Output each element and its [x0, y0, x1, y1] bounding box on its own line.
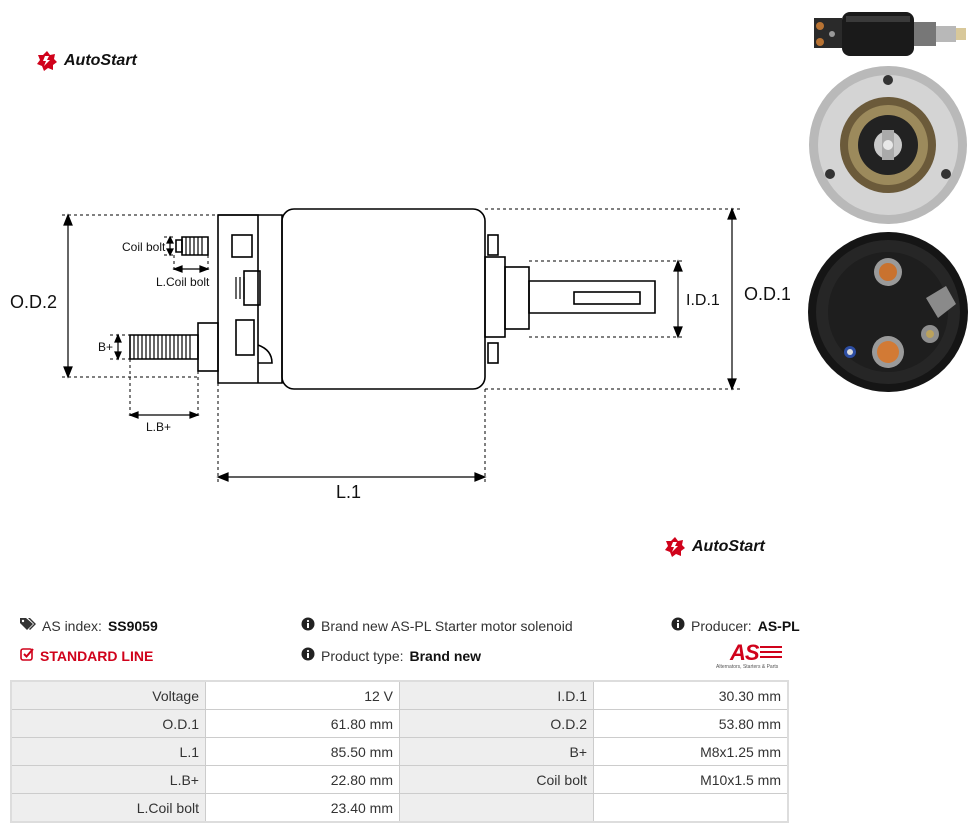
l-coil-bolt-label: L.Coil bolt [156, 275, 210, 289]
solenoid-dimension-diagram: Coil bolt L.Coil bolt B+ L.B+ O.D.2 O.D.… [10, 207, 790, 502]
id1-label: I.D.1 [686, 292, 720, 309]
spec-value: 30.30 mm [593, 680, 789, 710]
as-pl-logo[interactable]: AS Alternators, Starters & Parts [716, 640, 792, 672]
od1-label: O.D.1 [744, 284, 790, 304]
as-pl-logo-tagline: Alternators, Starters & Parts [716, 664, 779, 670]
spec-key: Voltage [10, 680, 206, 710]
photo-side-view[interactable] [806, 6, 970, 62]
photo-rear-view[interactable] [806, 230, 970, 394]
spec-key: B+ [399, 737, 594, 766]
product-type: Product type: Brand new [301, 647, 481, 664]
tags-icon [20, 617, 36, 634]
autostart-logo[interactable]: AutoStart [36, 50, 137, 72]
spec-key: L.1 [10, 737, 206, 766]
spec-key [399, 793, 594, 823]
standard-line-badge: STANDARD LINE [20, 647, 153, 664]
spec-value [593, 793, 789, 823]
spec-value: 22.80 mm [205, 765, 400, 794]
info-circle-icon [671, 617, 685, 634]
b-plus-label: B+ [98, 340, 113, 354]
info-circle-icon [301, 617, 315, 634]
as-pl-logo-text: AS [730, 640, 760, 665]
autostart-logo-text: AutoStart [64, 52, 137, 69]
autostart-logo-icon [665, 537, 685, 557]
spec-key: O.D.2 [399, 709, 594, 738]
spec-key: L.B+ [10, 765, 206, 794]
coil-bolt-label: Coil bolt [122, 240, 166, 254]
spec-value: M8x1.25 mm [593, 737, 789, 766]
spec-key: L.Coil bolt [10, 793, 206, 823]
standard-line-text: STANDARD LINE [40, 647, 154, 664]
spec-value: 85.50 mm [205, 737, 400, 766]
autostart-logo-text: AutoStart [692, 538, 765, 555]
product-type-label: Product type: [321, 647, 404, 664]
solenoid-side-photo [814, 12, 966, 56]
info-circle-icon [301, 647, 315, 664]
description-text: Brand new AS-PL Starter motor solenoid [321, 617, 573, 634]
producer-value: AS-PL [757, 617, 800, 634]
check-square-icon [20, 647, 34, 664]
as-index-value: SS9059 [107, 617, 158, 634]
photo-front-view[interactable] [806, 64, 970, 226]
od2-label: O.D.2 [10, 292, 57, 312]
spec-value: 23.40 mm [205, 793, 400, 823]
spec-value: 12 V [205, 680, 400, 710]
producer-label: Producer: [691, 617, 752, 634]
product-type-value: Brand new [409, 647, 482, 664]
solenoid-front-photo [809, 66, 967, 224]
as-index: AS index: SS9059 [20, 617, 158, 634]
product-description: Brand new AS-PL Starter motor solenoid [301, 617, 573, 634]
producer: Producer: AS-PL [671, 617, 800, 634]
spec-value: 53.80 mm [593, 709, 789, 738]
as-index-label: AS index: [42, 617, 102, 634]
spec-value: 61.80 mm [205, 709, 400, 738]
spec-key: O.D.1 [10, 709, 206, 738]
spec-key: I.D.1 [399, 680, 594, 710]
autostart-logo-icon [37, 51, 57, 71]
solenoid-body [281, 208, 486, 390]
spec-key: Coil bolt [399, 765, 594, 794]
l-b-plus-label: L.B+ [146, 420, 171, 434]
solenoid-rear-photo [808, 232, 968, 392]
spec-value: M10x1.5 mm [593, 765, 789, 794]
autostart-logo-secondary[interactable]: AutoStart [664, 536, 765, 558]
l1-label: L.1 [336, 482, 361, 502]
